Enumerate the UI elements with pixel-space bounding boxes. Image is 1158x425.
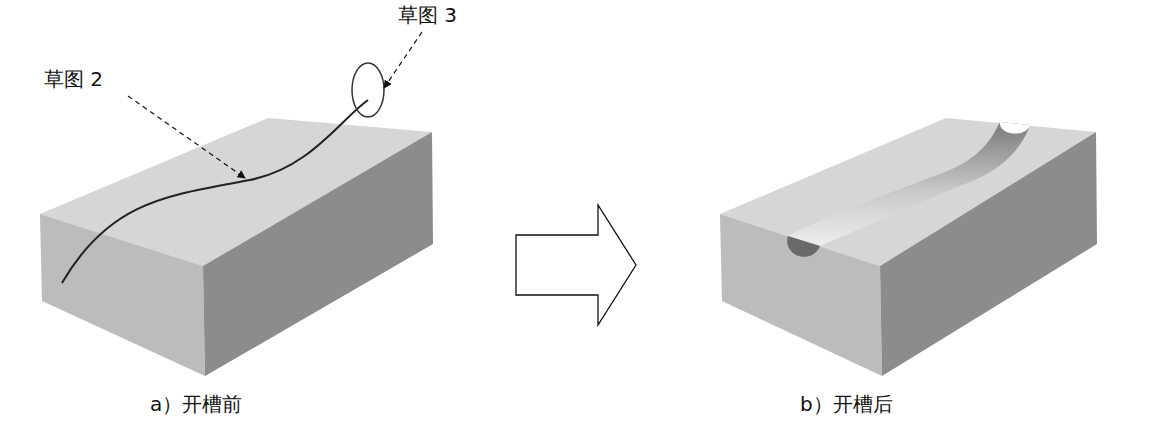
groove-end: [787, 236, 820, 257]
left-face: [40, 214, 205, 376]
caption-label: a）开槽前: [150, 393, 242, 416]
sketch-label: 草图 2: [44, 68, 103, 91]
sketch-circle: [352, 63, 384, 117]
block-after: [720, 118, 1097, 376]
block-before: [40, 63, 433, 376]
leader-line: [384, 32, 422, 88]
sketch-curve: [62, 100, 368, 283]
groove: [788, 122, 1030, 246]
leader-line: [128, 96, 245, 178]
process-arrow: [516, 205, 636, 325]
caption-label: b）开槽后: [800, 393, 893, 416]
right-face: [203, 132, 433, 376]
groove-end: [1000, 122, 1030, 134]
sketch-label: 草图 3: [398, 4, 457, 27]
